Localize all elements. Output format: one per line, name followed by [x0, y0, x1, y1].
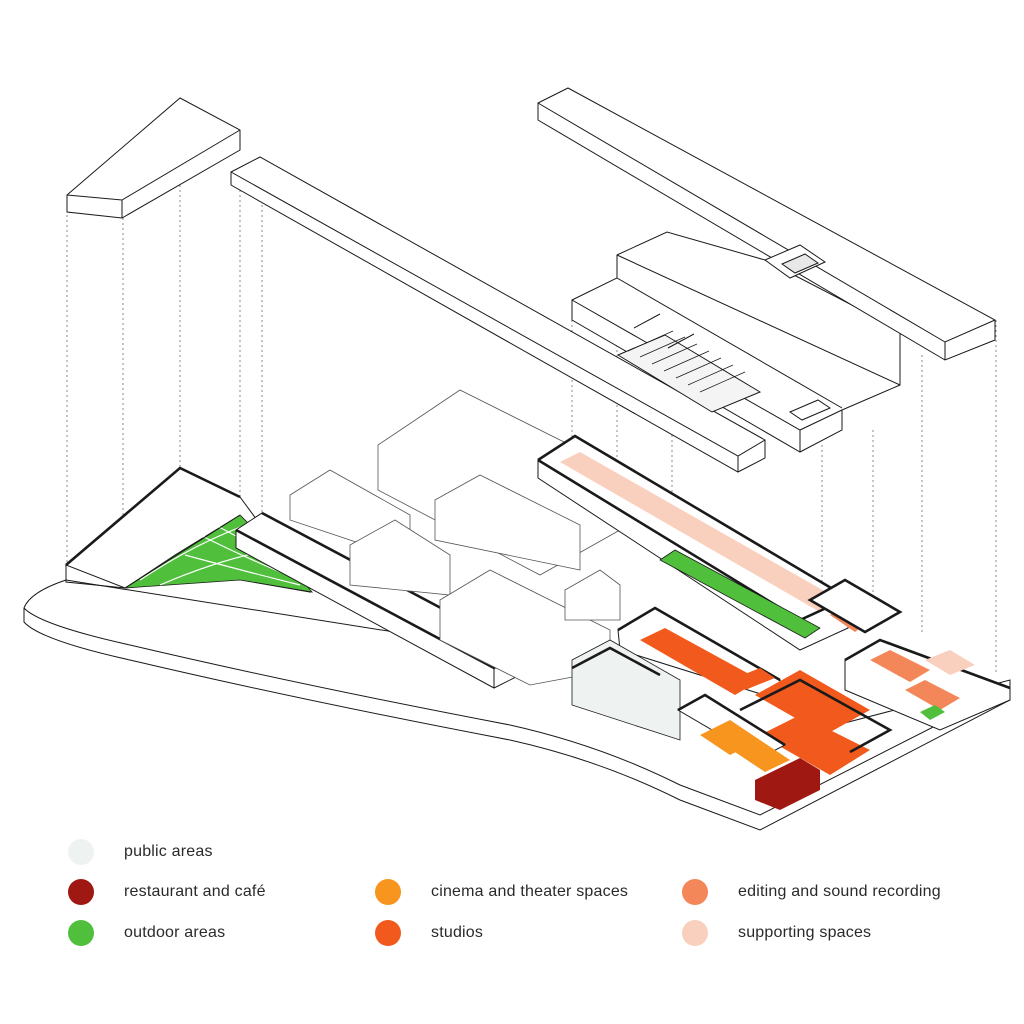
legend-swatch — [68, 879, 94, 905]
legend-swatch — [682, 920, 708, 946]
legend-label: restaurant and café — [124, 883, 266, 900]
roof-main-block — [571, 231, 901, 453]
right-wing-volume — [537, 434, 870, 651]
legend-swatch — [682, 879, 708, 905]
roof-top-slab — [537, 87, 996, 361]
roof-long-slab — [230, 156, 766, 473]
studio-block — [617, 606, 893, 775]
legend-item-restaurant-cafe: restaurant and café — [68, 879, 266, 905]
editing-block — [807, 578, 1011, 731]
legend-label: cinema and theater spaces — [431, 883, 629, 900]
legend-label: studios — [431, 924, 484, 941]
cinema-restaurant-block — [571, 639, 820, 810]
legend-item-studios: studios — [375, 920, 483, 946]
legend-item-editing-sound: editing and sound recording — [682, 879, 941, 905]
legend-label: outdoor areas — [124, 924, 226, 941]
legend-item-cinema-theater: cinema and theater spaces — [375, 879, 628, 905]
projection-guides — [66, 185, 997, 675]
legend-label: supporting spaces — [738, 924, 872, 941]
legend-item-public-areas: public areas — [68, 839, 213, 865]
legend-swatch — [375, 879, 401, 905]
roof-wedge — [66, 97, 241, 219]
legend-item-supporting-spaces: supporting spaces — [682, 920, 871, 946]
legend-swatch — [375, 920, 401, 946]
legend-item-outdoor-areas: outdoor areas — [68, 920, 225, 946]
legend-label: editing and sound recording — [738, 883, 941, 900]
legend-swatch — [68, 839, 94, 865]
legend-label: public areas — [124, 843, 213, 860]
background-volumes — [289, 389, 621, 686]
legend-swatch — [68, 920, 94, 946]
